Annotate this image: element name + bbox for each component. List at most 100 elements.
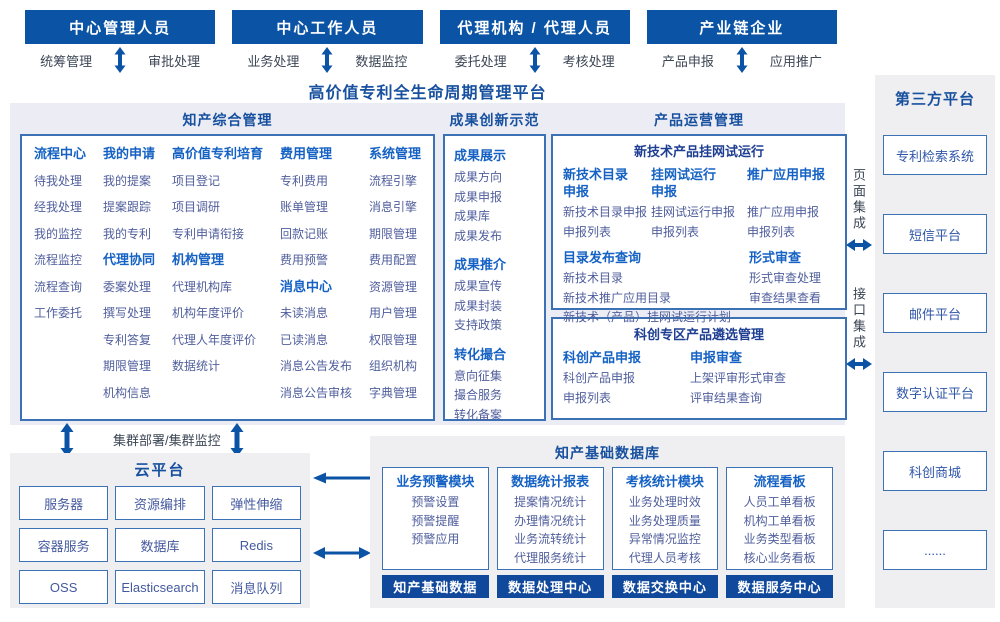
menu-item: 专利申请衔接 [171, 226, 244, 241]
menu-group-header: 消息中心 [279, 278, 332, 294]
module-item: 业务处理时效 [628, 495, 701, 509]
user-group-actions: 产品申报 应用推广 [647, 46, 837, 74]
menu-group: 目录发布查询 新技术目录新技术推广应用目录新技术（产品）挂网试运行计划 [563, 246, 745, 328]
menu-item: 申报列表 [563, 390, 612, 405]
box-column: 推广应用申报 推广应用申报申报列表 [747, 163, 835, 242]
cloud-service-box: 资源编排 [115, 486, 205, 520]
menu-item: 申报列表 [651, 224, 700, 239]
menu-item: 委案处理 [102, 279, 151, 294]
menu-group: 流程中心 待我处理经我处理我的监控流程监控流程查询工作委托 [34, 141, 86, 327]
menu-item: 新技术（产品）挂网试运行计划 [563, 310, 732, 324]
menu-item: 上架评审形式审查 [690, 371, 787, 385]
column-groups: 形式审查 形式审查处理审查结果查看 [749, 246, 835, 308]
menu-group: 代理协同 委案处理撰写处理专利答复期限管理机构信息 [103, 247, 155, 406]
menu-item: 撮合服务 [454, 388, 503, 402]
menu-group-header: 流程中心 [34, 146, 87, 161]
menu-item: 专利答复 [102, 332, 151, 347]
menu-items: 新技术目录申报申报列表 [563, 203, 651, 242]
menu-group: 消息中心 未读消息已读消息消息公告发布消息公告审核 [280, 274, 352, 407]
module-footer-badge: 知产基础数据 [382, 575, 489, 598]
menu-item: 成果发布 [454, 228, 503, 243]
user-group-title-bar: 代理机构 / 代理人员 [439, 10, 630, 44]
box-column: 流程中心 待我处理经我处理我的监控流程监控流程查询工作委托 [34, 141, 86, 406]
third-party-box: 邮件平台 [883, 293, 987, 333]
menu-item: 项目调研 [171, 200, 220, 214]
menu-items: 未读消息已读消息消息公告发布消息公告审核 [280, 300, 352, 406]
section-achievement-demo: 成果创新示范 成果展示 [443, 108, 546, 422]
module-item: 核心业务看板 [743, 550, 816, 565]
user-group-action-left: 产品申报 [661, 53, 714, 69]
box-header: 新技术产品挂网试运行 [633, 144, 764, 159]
module-item: 业务流转统计 [514, 532, 587, 546]
section-boxes: 流程中心 待我处理经我处理我的监控流程监控流程查询工作委托 我的申请 [20, 134, 435, 421]
user-group-action-right: 应用推广 [769, 53, 822, 69]
menu-group-header: 机构管理 [171, 252, 224, 267]
box-column: 成果展示 成果方向成果申报成果库成果发布 成果推介 成果宣传成果封装支持政策 [454, 143, 535, 425]
menu-group: 费用管理 专利费用账单管理回款记账费用预警 [280, 141, 352, 274]
menu-item: 资源管理 [368, 279, 417, 294]
database-module: 考核统计模块 业务处理时效业务处理质量异常情况监控代理人员考核 数据交换中心 [611, 467, 719, 598]
box-column: 挂网试运行 申报 挂网试运行申报申报列表 [651, 163, 747, 242]
menu-item: 提案跟踪 [102, 200, 151, 214]
menu-item: 成果方向 [454, 170, 503, 184]
third-party-box: 科创商城 [883, 451, 987, 491]
box-row: 流程中心 待我处理经我处理我的监控流程监控流程查询工作委托 我的申请 [34, 141, 421, 406]
menu-item: 成果库 [454, 209, 491, 223]
user-group: 中心管理人员 统筹管理 审批处理 [25, 10, 216, 74]
third-party-box: 短信平台 [883, 214, 987, 254]
menu-item: 支持政策 [454, 318, 503, 332]
menu-item: 组织机构 [368, 359, 417, 373]
menu-items: 推广应用申报申报列表 [747, 203, 835, 242]
box-column: 形式审查 形式审查处理审查结果查看 [749, 246, 835, 328]
module-box: 数据统计报表 提案情况统计办理情况统计业务流转统计代理服务统计 [496, 467, 604, 570]
menu-item: 期限管理 [102, 359, 151, 373]
module-item: 机构工单看板 [743, 513, 816, 528]
menu-item: 待我处理 [34, 173, 83, 188]
menu-group-header: 新技术目录 申报 [563, 167, 629, 199]
section-boxes: 新技术产品挂网试运行 新技术目录 申报 新技术目 [551, 134, 847, 420]
page-integration-label: 页面集成 [851, 168, 866, 232]
user-group-action-left: 委托处理 [454, 53, 507, 69]
menu-group-header: 转化撮合 [454, 346, 507, 362]
module-footer-badge: 数据服务中心 [726, 575, 833, 598]
module-header: 数据统计报表 [511, 474, 590, 489]
cloud-service-box: 数据库 [115, 528, 205, 562]
box-rows: 成果展示 成果方向成果申报成果库成果发布 成果推介 成果宣传成果封装支持政策 [454, 143, 535, 425]
user-group-action-left: 统筹管理 [40, 53, 93, 69]
menu-group: 转化撮合 意向征集撮合服务转化备案 [454, 342, 535, 426]
menu-item: 代理人年度评价 [171, 332, 256, 347]
menu-item: 费用预警 [279, 253, 328, 267]
user-group: 代理机构 / 代理人员 委托处理 考核处理 [439, 10, 630, 74]
box-rows: 科创产品申报 科创产品申报申报列表 申报审查 [563, 346, 835, 408]
menu-group: 高价值专利培育 项目登记项目调研专利申请衔接 [172, 141, 263, 247]
column-groups: 高价值专利培育 项目登记项目调研专利申请衔接 机构管理 代理机构库机构年度评价代… [172, 141, 263, 380]
user-group-actions: 业务处理 数据监控 [232, 46, 422, 74]
database-modules: 业务预警模块 预警设置预警提醒预警应用 知产基础数据 数据统计报表 提案情况统计… [370, 467, 845, 598]
module-item: 代理服务统计 [514, 550, 587, 565]
menu-item: 流程查询 [34, 279, 83, 294]
ip-database-panel: 知产基础数据库 业务预警模块 预警设置预警提醒预警应用 知产基础数据 数据统计报… [370, 436, 845, 608]
menu-item: 科创产品申报 [563, 371, 636, 385]
menu-group-header: 高价值专利培育 [171, 146, 263, 161]
box-row: 科创产品申报 科创产品申报申报列表 申报审查 [563, 346, 835, 408]
module-box: 业务预警模块 预警设置预警提醒预警应用 [382, 467, 489, 570]
menu-items: 形式审查处理审查结果查看 [749, 269, 835, 308]
user-group: 产业链企业 产品申报 应用推广 [646, 10, 837, 74]
module-items: 人员工单看板机构工单看板业务类型看板核心业务看板 [727, 493, 832, 567]
column-groups: 系统管理 流程引擎消息引擎期限管理费用配置资源管理用户管理权限管理组织机构字典管… [369, 141, 421, 406]
menu-items: 代理机构库机构年度评价代理人年度评价数据统计 [172, 274, 263, 380]
module-item: 人员工单看板 [743, 495, 816, 509]
user-group: 中心工作人员 业务处理 数据监控 [232, 10, 423, 74]
menu-group-header: 目录发布查询 [563, 250, 642, 265]
menu-item: 机构信息 [102, 385, 151, 400]
module-item: 预警设置 [411, 495, 460, 509]
cluster-vertical-arrow-icon [60, 423, 74, 457]
menu-items: 上架评审形式审查评审结果查询 [690, 369, 835, 408]
module-items: 提案情况统计办理情况统计业务流转统计代理服务统计 [498, 493, 603, 567]
menu-items: 流程引擎消息引擎期限管理费用配置资源管理用户管理权限管理组织机构字典管理 [369, 168, 421, 407]
module-item: 办理情况统计 [514, 513, 587, 528]
section-product-operations: 产品运营管理 新技术产品挂网试运行 新技术目录 申报 [551, 108, 847, 427]
cluster-vertical-arrow-icon [230, 423, 244, 457]
column-groups: 目录发布查询 新技术目录新技术推广应用目录新技术（产品）挂网试运行计划 [563, 246, 745, 328]
